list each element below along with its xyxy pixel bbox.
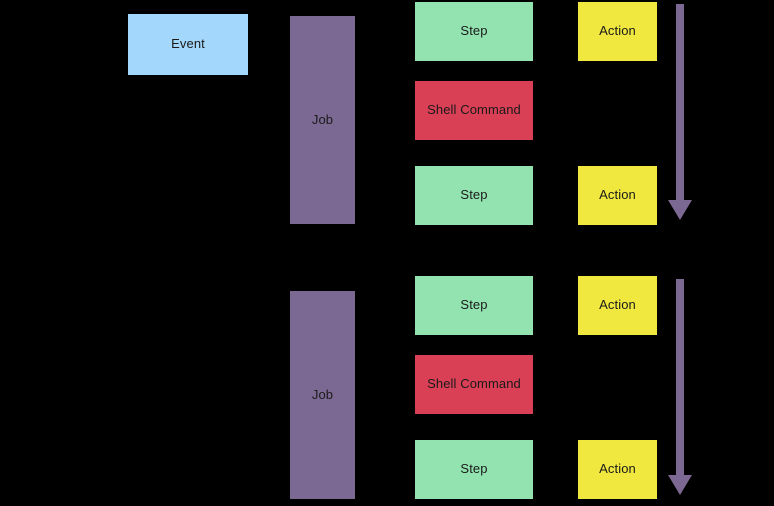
node-action-1[interactable]: Action — [578, 2, 657, 61]
node-action-2[interactable]: Action — [578, 166, 657, 225]
node-action-3-label: Action — [599, 297, 636, 313]
node-action-1-label: Action — [599, 23, 636, 39]
node-step-4[interactable]: Step — [415, 440, 533, 499]
node-step-2-label: Step — [460, 187, 488, 203]
node-step-1-label: Step — [460, 23, 488, 39]
node-job-1[interactable]: Job — [290, 16, 355, 224]
node-action-4-label: Action — [599, 461, 636, 477]
node-step-1[interactable]: Step — [415, 2, 533, 61]
node-action-4[interactable]: Action — [578, 440, 657, 499]
node-shell-command-1-label: Shell Command — [427, 102, 521, 118]
node-shell-command-2-label: Shell Command — [427, 376, 521, 392]
node-job-2[interactable]: Job — [290, 291, 355, 499]
node-shell-command-1[interactable]: Shell Command — [415, 81, 533, 140]
node-job-1-label: Job — [311, 111, 334, 127]
node-job-2-label: Job — [311, 386, 334, 402]
node-event[interactable]: Event — [128, 14, 248, 75]
node-action-3[interactable]: Action — [578, 276, 657, 335]
node-event-label: Event — [171, 36, 205, 52]
node-step-3-label: Step — [460, 297, 488, 313]
flow-arrow-down-icon-2 — [664, 277, 696, 497]
flow-arrow-down-icon-1 — [664, 2, 696, 222]
node-step-3[interactable]: Step — [415, 276, 533, 335]
node-shell-command-2[interactable]: Shell Command — [415, 355, 533, 414]
node-step-2[interactable]: Step — [415, 166, 533, 225]
node-step-4-label: Step — [460, 461, 488, 477]
node-action-2-label: Action — [599, 187, 636, 203]
